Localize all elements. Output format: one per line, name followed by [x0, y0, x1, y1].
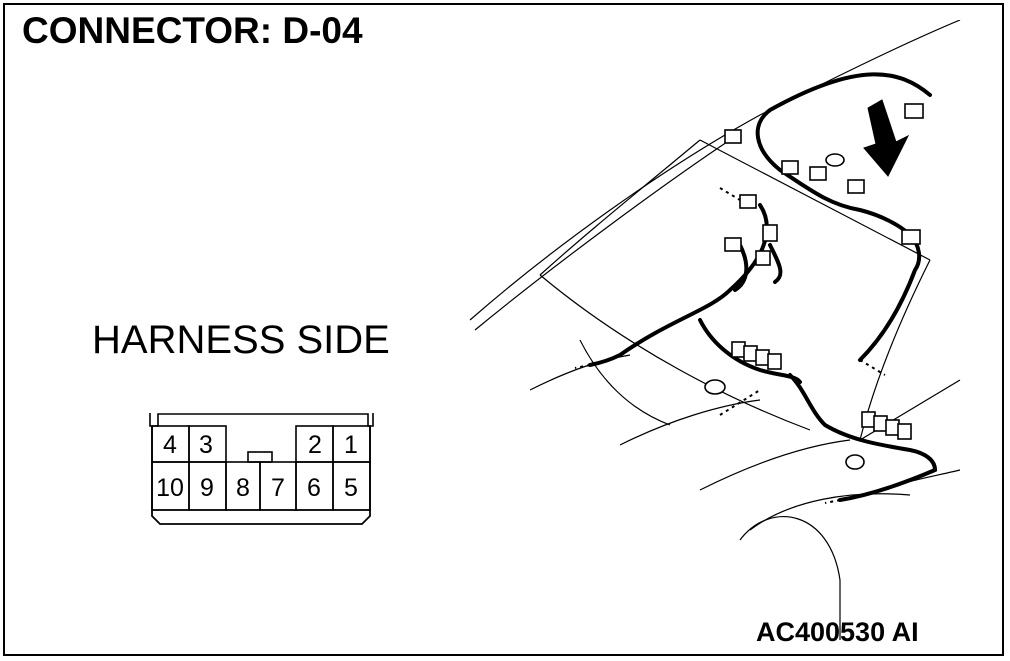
roof-line — [469, 20, 961, 321]
hood-line-2 — [529, 354, 631, 391]
pin-9-label: 9 — [200, 474, 214, 502]
connector-box — [781, 160, 799, 175]
connector-box — [739, 194, 757, 209]
connector-box — [897, 423, 912, 440]
connector-box — [724, 129, 742, 144]
pin-8-label: 8 — [236, 474, 250, 502]
diagram-title: CONNECTOR: D-04 — [22, 10, 363, 51]
vehicle-harness-illustration — [469, 20, 961, 640]
connector-box — [755, 349, 770, 366]
connector-box — [873, 415, 888, 432]
connector-box — [767, 353, 782, 370]
connector-box — [724, 237, 742, 252]
ground-terminal — [704, 379, 726, 395]
harness-side-label: HARNESS SIDE — [92, 318, 390, 362]
windshield-left-edge — [539, 139, 701, 276]
hood-line-4 — [699, 439, 851, 491]
connector-box — [847, 179, 865, 194]
connector-box — [755, 250, 771, 266]
pin-5-label: 5 — [344, 474, 358, 502]
ground-terminal — [845, 454, 865, 470]
pin-7-label: 7 — [271, 474, 285, 502]
connector-box — [901, 229, 921, 245]
connector-box — [904, 103, 924, 119]
wheel-arch — [739, 516, 841, 640]
hood-line-1 — [579, 339, 671, 426]
harness-lower-right — [838, 468, 937, 502]
ground-terminal — [825, 153, 845, 167]
windshield-upper-edge — [699, 139, 931, 261]
connector-box — [809, 166, 827, 181]
harness-branch-1 — [768, 243, 783, 284]
pin-1-label: 1 — [344, 431, 358, 459]
connector-box — [743, 345, 758, 362]
pin-6-label: 6 — [307, 474, 321, 502]
roof-line-inner — [474, 139, 731, 331]
fender-line — [749, 493, 911, 531]
connector-box — [731, 341, 746, 358]
harness-roof — [755, 72, 932, 362]
connector-box — [762, 224, 778, 242]
windshield-lower-edge — [539, 274, 811, 431]
pin-4-label: 4 — [163, 431, 177, 459]
harness-branch-2 — [733, 243, 749, 292]
connector-box — [885, 419, 900, 436]
pin-10-label: 10 — [156, 474, 184, 502]
connector-face: 4 3 2 1 10 9 8 7 6 5 — [149, 413, 374, 525]
diagram-frame — [3, 3, 1004, 656]
connector-box — [861, 411, 876, 428]
figure-id: AC400530 AI — [756, 617, 919, 647]
pin-3-label: 3 — [199, 431, 213, 459]
target-arrow-icon — [863, 99, 910, 177]
harness-lower — [788, 373, 937, 472]
pin-2-label: 2 — [308, 431, 322, 459]
hood-line-3 — [619, 399, 761, 446]
